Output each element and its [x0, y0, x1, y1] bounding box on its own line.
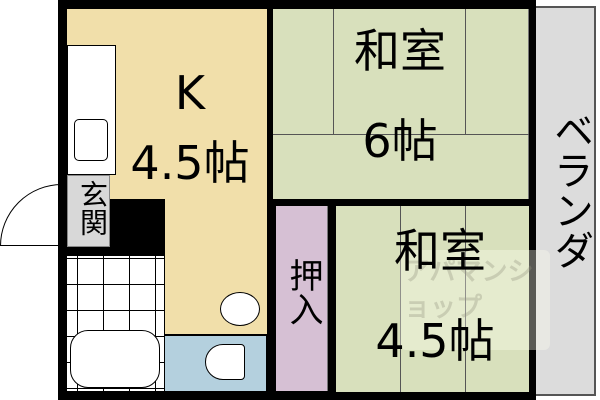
entrance — [67, 175, 110, 247]
washitsu-45-size: 4.5帖 — [375, 314, 495, 368]
washitsu-45-name: 和室 — [394, 224, 486, 278]
washitsu-6-size: 6帖 — [362, 114, 438, 168]
washitsu-6-name: 和室 — [354, 24, 446, 78]
washitsu-45-room — [336, 206, 529, 392]
bathtub-icon — [70, 330, 160, 388]
closet — [276, 206, 328, 391]
tatami-line — [273, 134, 529, 135]
washitsu-6-room — [273, 9, 529, 199]
toilet-icon — [205, 344, 245, 380]
watermark-logo: アパマンショップ — [400, 250, 550, 350]
tatami-line — [465, 9, 466, 134]
closet-label: 押入 — [283, 258, 323, 326]
entrance-door — [1, 245, 61, 246]
tatami-line — [465, 206, 466, 392]
kitchen-size: 4.5帖 — [130, 136, 250, 190]
veranda-label: ベランダ — [547, 110, 593, 270]
wash-basin-icon — [220, 292, 260, 326]
entrance-label: 玄関 — [76, 180, 109, 236]
kitchen-name: K — [174, 66, 206, 120]
tatami-line — [333, 9, 334, 134]
sink-icon — [74, 119, 108, 161]
tatami-line — [400, 206, 401, 392]
